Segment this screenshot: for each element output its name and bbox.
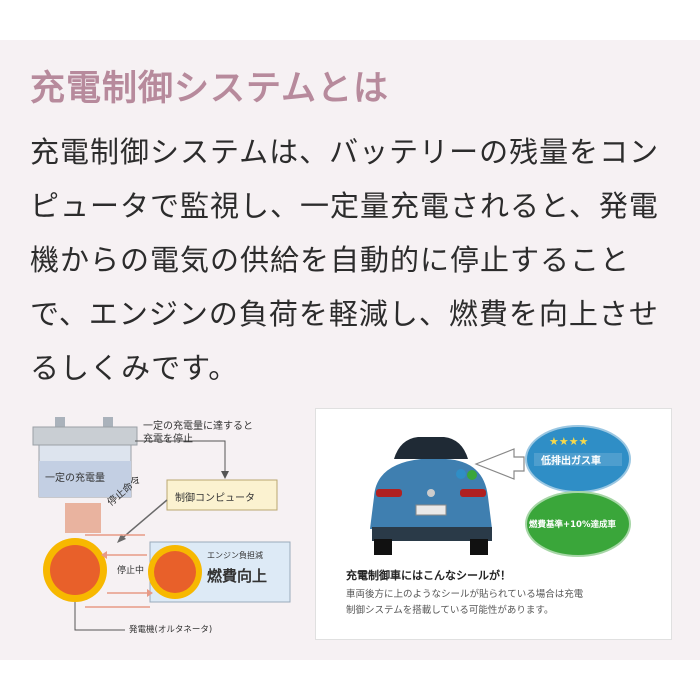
mini-sticker-icon bbox=[456, 469, 466, 479]
battery-label: 一定の充電量 bbox=[45, 473, 105, 484]
body-paragraph: 充電制御システムは、バッテリーの残量をコン ピュータで監視し、一定量充電されると… bbox=[30, 125, 670, 395]
battery-charge-level bbox=[39, 461, 131, 497]
battery-top bbox=[32, 426, 138, 446]
sticker-stars: ★★★★ bbox=[549, 435, 589, 448]
body-line: るしくみです。 bbox=[30, 351, 239, 385]
car-illustration bbox=[370, 425, 631, 557]
card-note: 制御システムを搭載している可能性があります。 bbox=[346, 605, 554, 616]
energy-flow-glow bbox=[65, 503, 101, 533]
engine-load-label: エンジン負担減 bbox=[207, 551, 263, 560]
arrow-head-icon bbox=[101, 551, 107, 559]
alternator-label: 発電機(オルタネータ) bbox=[129, 625, 213, 635]
arrow-head-icon bbox=[221, 471, 229, 479]
car-tire-right bbox=[470, 539, 488, 555]
connector-line bbox=[135, 440, 226, 475]
car-emblem-icon bbox=[427, 489, 435, 497]
stop-command-arrow bbox=[119, 499, 168, 541]
card-note: 車両後方に上のようなシールが貼られている場合は充電 bbox=[346, 589, 584, 600]
arrow-head-icon bbox=[147, 589, 153, 597]
battery-terminal bbox=[103, 417, 113, 429]
page-title: 充電制御システムとは bbox=[30, 69, 389, 109]
body-line: で、エンジンの負荷を軽減し、燃費を向上させ bbox=[30, 297, 659, 331]
low-emission-title: 低排出ガス車 bbox=[541, 456, 601, 467]
arrow-head-icon bbox=[117, 534, 126, 543]
diagram-graphics bbox=[32, 417, 291, 631]
engine-pulley-icon bbox=[154, 551, 196, 593]
pointer-arrow-icon bbox=[474, 448, 525, 480]
car-rear-window bbox=[394, 437, 468, 459]
sticker-band bbox=[534, 453, 622, 466]
fuel-standard-title: 燃費基準+10%達成車 bbox=[529, 520, 616, 530]
control-computer-box bbox=[166, 479, 278, 511]
charge-limit-note: 一定の充電量に達すると bbox=[143, 421, 253, 432]
body-line: 機からの電気の供給を自動的に停止すること bbox=[30, 243, 631, 277]
fuel-standard-sticker bbox=[525, 491, 631, 557]
car-bumper bbox=[372, 527, 492, 541]
charge-stop-note: 充電を停止 bbox=[143, 434, 193, 445]
leader-line bbox=[74, 602, 125, 631]
sticker-info-card: ★★★★ 低排出ガス車 燃費基準+10%達成車 充電制御車にはこんなシールが！ … bbox=[315, 408, 672, 640]
card-heading: 充電制御車にはこんなシールが！ bbox=[346, 569, 511, 582]
battery-terminal bbox=[55, 417, 65, 429]
body-line: 充電制御システムは、バッテリーの残量をコン bbox=[30, 135, 660, 169]
tail-light-right bbox=[460, 489, 486, 497]
mini-sticker-icon bbox=[467, 470, 477, 480]
body-line: ピュータで監視し、一定量充電されると、発電 bbox=[30, 189, 659, 223]
tail-light-left bbox=[376, 489, 402, 497]
stopped-label: 停止中 bbox=[117, 566, 145, 576]
control-computer-label: 制御コンピュータ bbox=[175, 493, 255, 504]
alternator-icon bbox=[50, 545, 100, 595]
license-plate bbox=[415, 504, 447, 516]
charging-control-diagram: 一定の充電量に達すると 充電を停止 一定の充電量 停止命令 制御コンピュータ 停… bbox=[25, 405, 310, 645]
car-tire-left bbox=[374, 539, 392, 555]
fuel-efficiency-label: 燃費向上 bbox=[207, 567, 268, 585]
